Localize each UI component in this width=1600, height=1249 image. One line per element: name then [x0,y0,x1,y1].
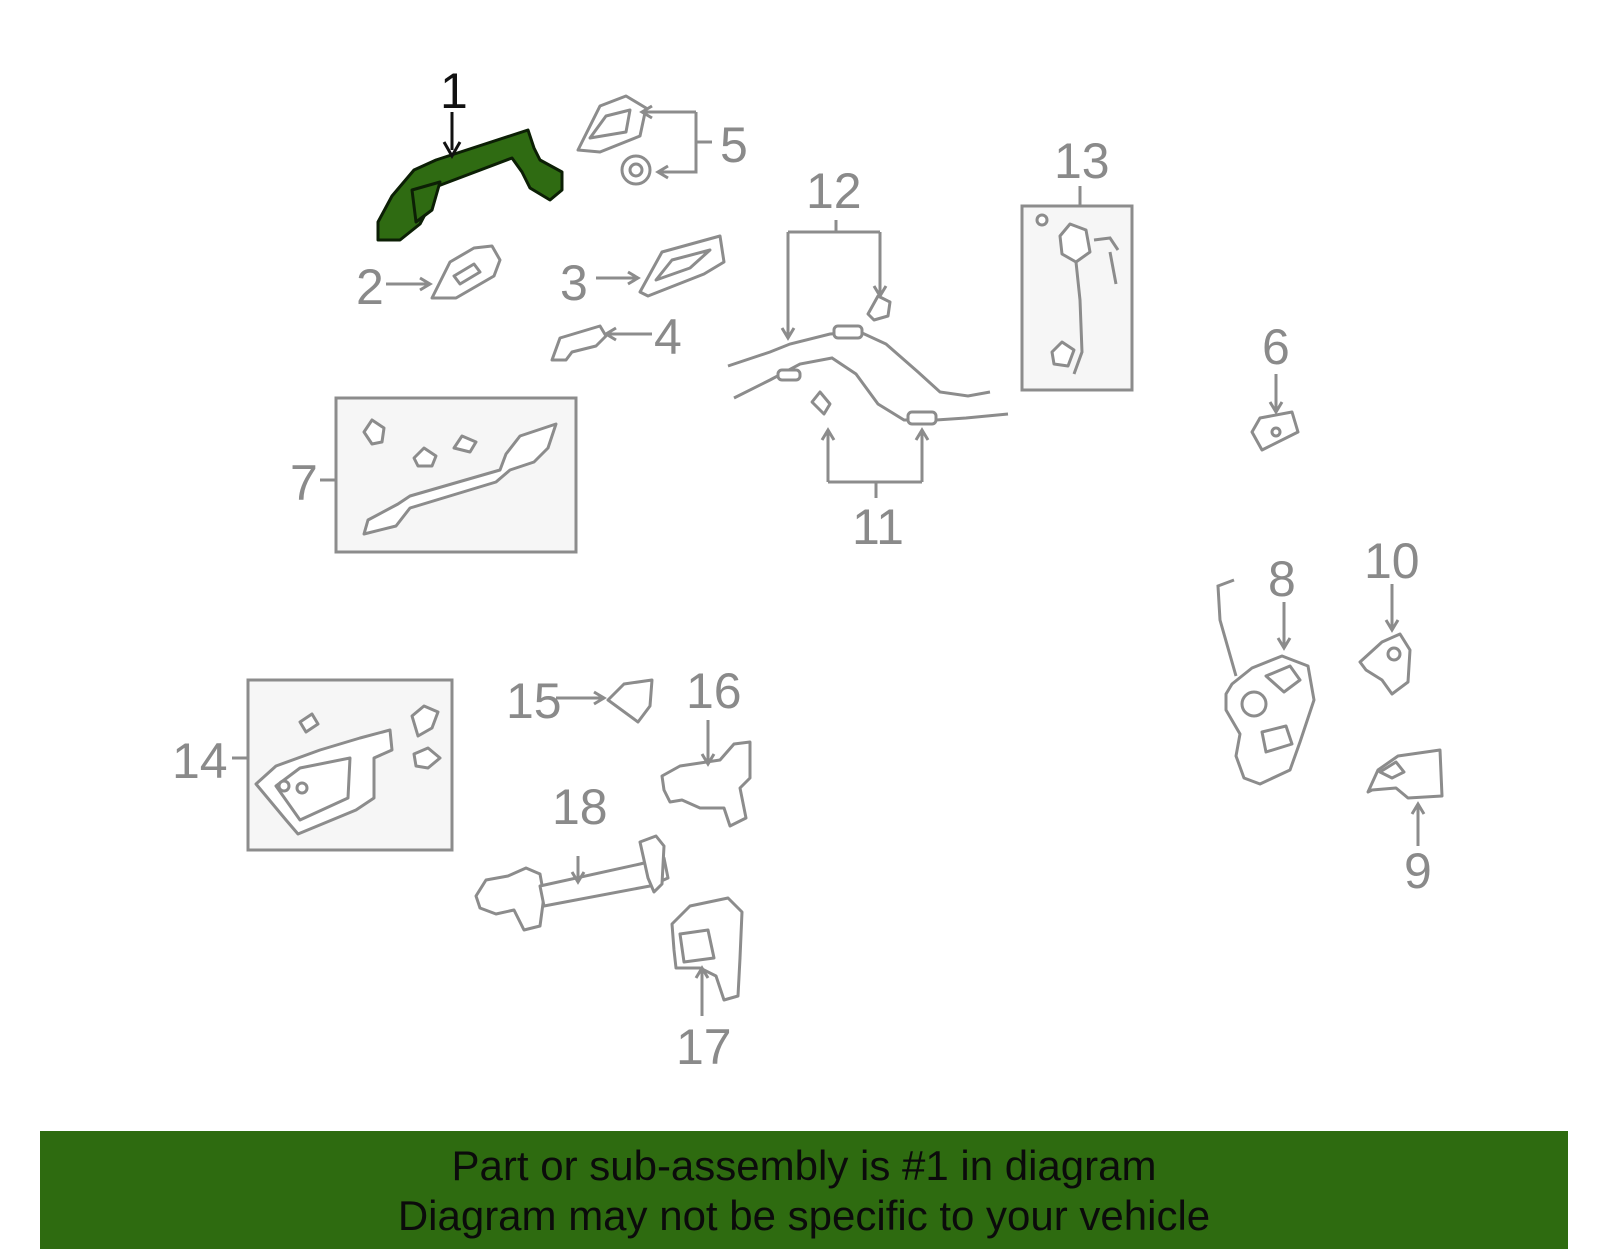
callout-label-18: 18 [552,779,608,835]
callout-label-1: 1 [440,63,468,119]
part-1-door-handle[interactable] [376,128,564,242]
callout-label-10: 10 [1364,533,1420,589]
part-16-hinge[interactable] [660,740,752,828]
callout-15-arrow [556,690,607,706]
callout-label-13: 13 [1054,133,1110,189]
callout-label-5: 5 [720,117,748,173]
part-3-handle-cover[interactable] [638,234,726,298]
callout-label-3: 3 [560,255,588,311]
callout-label-17: 17 [676,1019,732,1075]
part-4-bracket[interactable] [550,324,608,362]
part-6-clip[interactable] [1250,410,1300,452]
callout-label-6: 6 [1262,319,1290,375]
part-5-gasket-kit[interactable] [576,94,652,186]
part-14-inside-handle [254,704,442,836]
callout-12-bracket [780,220,888,341]
part-11-12-cables[interactable] [727,294,1009,426]
callout-label-8: 8 [1268,551,1296,607]
parts-diagram: 1 2 3 4 5 6 7 [172,63,1444,1075]
banner-line-2: Diagram may not be specific to your vehi… [397,1192,1211,1239]
part-10-striker[interactable] [1358,632,1412,696]
part-13-lock-rod [1035,213,1120,375]
callout-label-4: 4 [654,309,682,365]
callout-8-arrow [1276,602,1292,651]
callout-2-arrow [386,276,433,292]
callout-6-arrow [1268,374,1284,415]
callout-label-11: 11 [852,499,904,555]
part-15-cover[interactable] [606,678,654,724]
callout-label-7: 7 [290,455,318,511]
callout-16-arrow [700,720,716,767]
callout-1-arrow [442,112,462,160]
callout-5-bracket [639,104,712,180]
callout-11-bracket [820,427,930,498]
part-18-door-check[interactable] [474,834,670,932]
part-2-handle-cover[interactable] [430,244,502,300]
info-banner: Part or sub-assembly is #1 in diagram Di… [40,1131,1568,1249]
part-7-handle-base [362,418,558,536]
callout-9-arrow [1410,801,1426,846]
callout-label-16: 16 [686,663,742,719]
callout-label-12: 12 [806,163,862,219]
part-17-hinge[interactable] [670,896,744,1002]
callout-17-arrow [694,965,710,1016]
part-9-striker-bracket[interactable] [1366,748,1444,800]
callout-label-9: 9 [1404,843,1432,899]
callout-10-arrow [1384,584,1400,633]
banner-line-1: Part or sub-assembly is #1 in diagram [451,1142,1157,1189]
callout-4-arrow [603,326,652,342]
callout-label-2: 2 [356,259,384,315]
callout-label-15: 15 [506,673,562,729]
callout-label-14: 14 [172,733,228,789]
callout-3-arrow [596,270,641,286]
callout-18-arrow [570,856,586,885]
part-8-lock-actuator[interactable] [1216,578,1316,786]
